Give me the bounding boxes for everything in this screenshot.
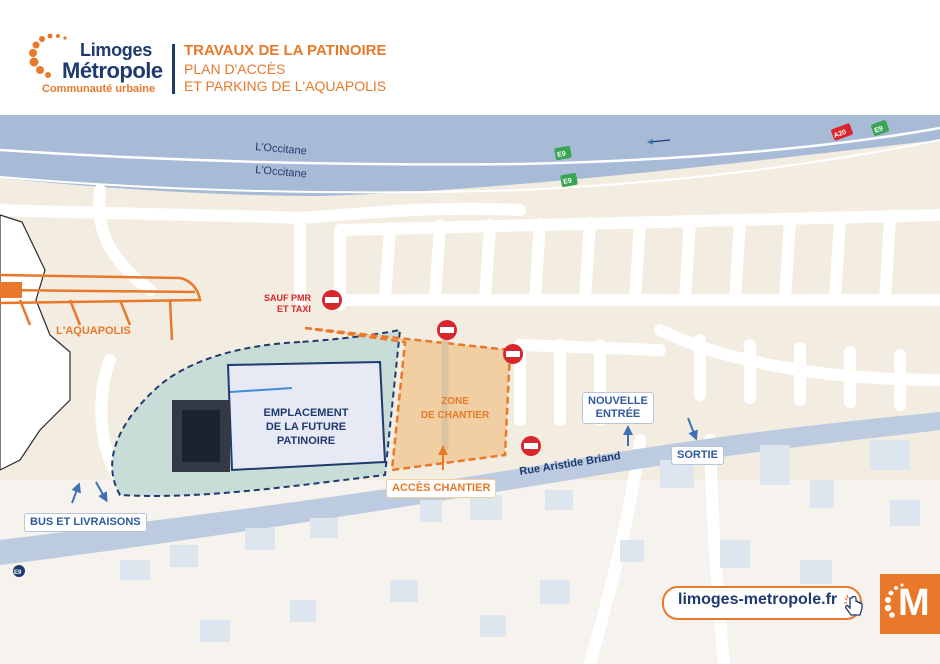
patinoire-annex-inner [182, 410, 220, 462]
label-aquapolis: L'AQUAPOLIS [56, 325, 131, 337]
label-bus-livraisons: BUS ET LIVRAISONS [24, 513, 147, 532]
label-de-la-future: DE LA FUTURE [266, 421, 346, 433]
label-patinoire: PATINOIRE [277, 435, 335, 447]
highway-occitane [0, 115, 940, 196]
highway-edge [0, 139, 940, 194]
logo-dots-icon [29, 33, 67, 78]
bus-arrow-in-icon [71, 482, 81, 504]
header: Limoges Métropole Communauté urbaine TRA… [0, 0, 940, 115]
label-et-taxi: ET TAXI [277, 304, 311, 314]
m-logo-letter: M [898, 582, 930, 624]
svg-text:E9: E9 [14, 570, 22, 576]
limoges-metropole-logo: Limoges Métropole Communauté urbaine [28, 30, 163, 96]
page-title: TRAVAUX DE LA PATINOIRE [184, 42, 387, 59]
road-sign-e9: E9 [554, 146, 572, 160]
label-acces-chantier: ACCÈS CHANTIER [386, 479, 497, 498]
no-entry-sign-icon [322, 290, 342, 310]
sortie-arrow-icon [687, 417, 698, 441]
label-nouvelle-entree: NOUVELLE ENTRÉE [582, 392, 654, 424]
road-label-occitane-top: L'Occitane [255, 141, 307, 157]
road-sign-e9-small: E9 [13, 565, 25, 577]
aquapolis-building [0, 214, 71, 471]
svg-text:E9: E9 [563, 178, 573, 186]
logo-text-communaute: Communauté urbaine [42, 83, 156, 95]
svg-text:A20: A20 [833, 129, 848, 140]
aquapolis-structure-icon [0, 273, 202, 341]
header-divider [172, 44, 175, 94]
label-de-chantier: DE CHANTIER [421, 410, 490, 421]
road-sign-e9: E9 [870, 120, 890, 136]
metropole-m-logo: M [880, 574, 940, 634]
road-label-occitane-bottom: L'Occitane [255, 164, 307, 180]
patinoire-blue-line [229, 387, 293, 393]
no-entry-sign-icon [437, 320, 457, 340]
secondary-roads [0, 184, 940, 664]
label-emplacement: EMPLACEMENT [264, 407, 349, 419]
page-subtitle-line2: ET PARKING DE L'AQUAPOLIS [184, 78, 387, 94]
website-link-pill[interactable] [662, 586, 862, 620]
m-logo-dots-icon [884, 583, 904, 618]
logo-text-metropole: Métropole [62, 58, 163, 83]
logo-text-limoges: Limoges [80, 40, 152, 60]
website-link[interactable]: limoges-metropole.fr [678, 591, 838, 608]
aquapolis-accent [0, 282, 22, 298]
label-zone: ZONE [441, 396, 469, 407]
zone-chantier-area [304, 326, 512, 472]
highway-direction-arrow-icon [647, 138, 671, 145]
bus-arrow-out-icon [95, 481, 108, 503]
road-sign-e9: E9 [560, 173, 578, 187]
label-sortie: SORTIE [671, 446, 724, 465]
page-subtitle-line1: PLAN D'ACCÈS [184, 61, 286, 77]
road-sign-a20: A20 [831, 123, 853, 141]
svg-text:E9: E9 [874, 125, 885, 135]
highway-lane-divider [0, 126, 940, 166]
no-entry-sign-icon [503, 344, 523, 364]
svg-text:E9: E9 [557, 151, 567, 159]
label-sauf-pmr: SAUF PMR [264, 293, 312, 303]
no-entry-sign-icon [521, 436, 541, 456]
click-hand-icon [844, 594, 863, 616]
access-map: L'Occitane L'Occitane Rue Aristide Brian… [0, 115, 940, 664]
